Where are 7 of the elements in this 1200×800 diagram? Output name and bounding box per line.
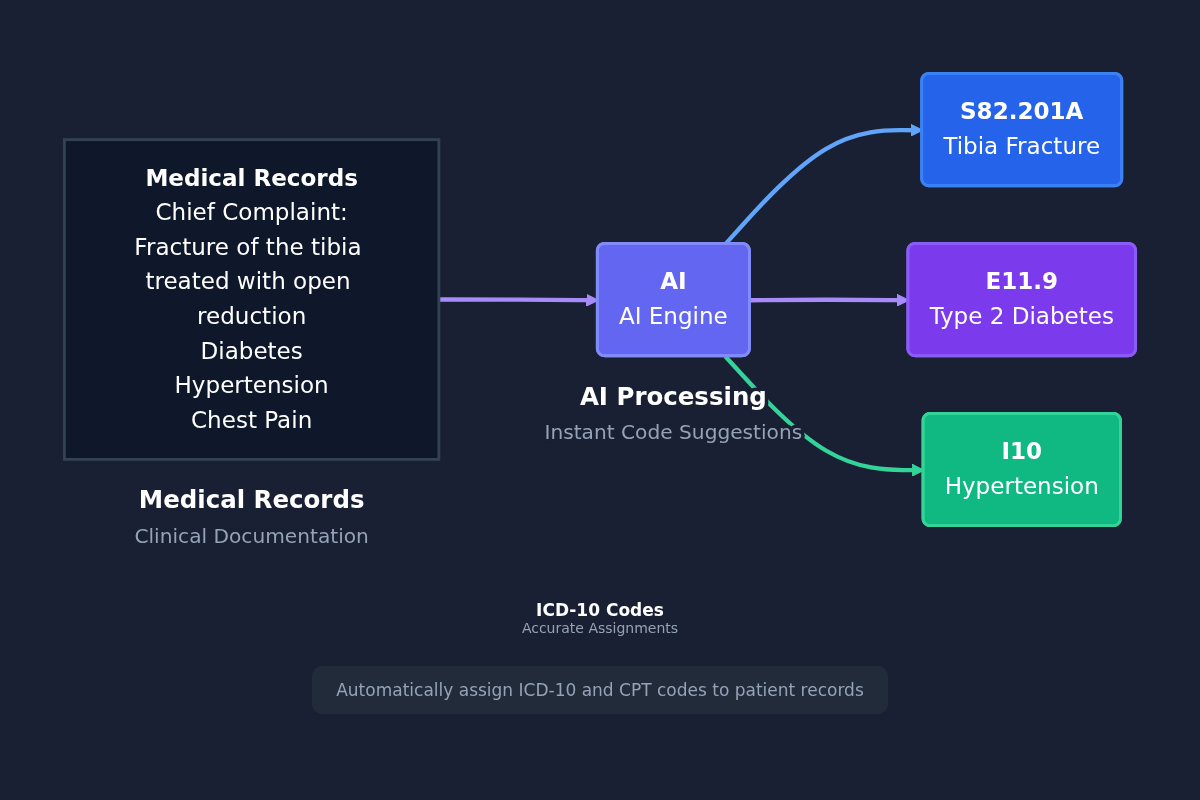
node-caption-subtitle: Clinical Documentation: [134, 523, 369, 548]
node-box: Medical Records Chief Complaint: Fracture of the tibia treated with open reduction Diabetes Hypertension Chest Pain: [62, 137, 441, 461]
column-subtitle: Accurate Assignments: [521, 620, 679, 636]
column-heading: ICD-10 Codes: [535, 600, 665, 620]
caption: Automatically assign ICD-10 and CPT codes to patient records: [312, 666, 888, 714]
node-caption-heading: Medical Records: [138, 485, 365, 515]
node-caption-subtitle: Instant Code Suggestions: [544, 419, 803, 444]
